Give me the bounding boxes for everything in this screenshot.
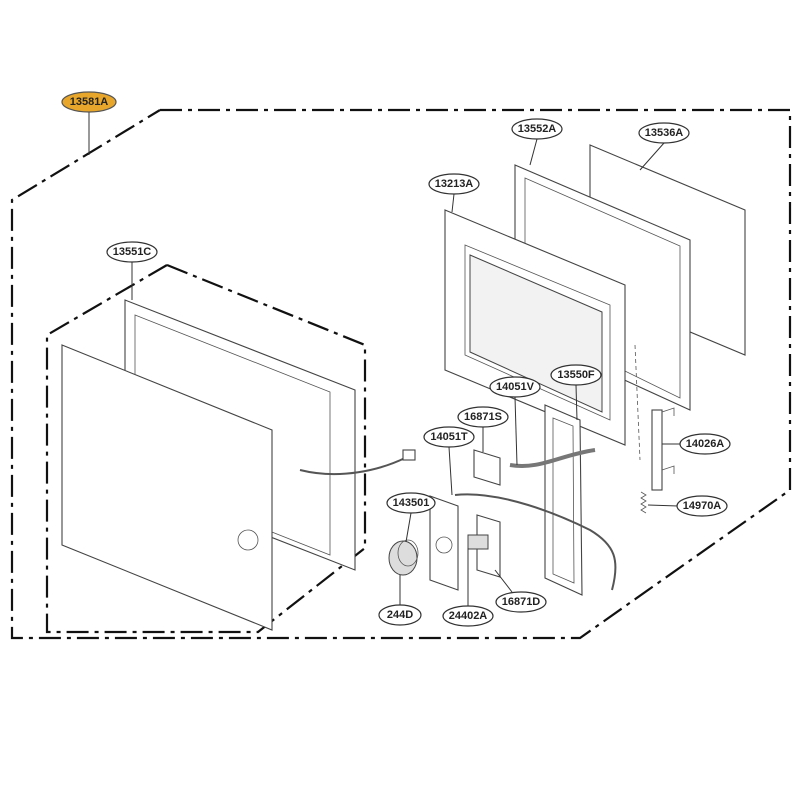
- part-label-spring[interactable]: 14970A: [676, 495, 728, 517]
- assembly-boundary: [10, 108, 792, 640]
- part-label-hook[interactable]: 14026A: [679, 433, 731, 455]
- part-number: 16871S: [464, 411, 502, 423]
- part-label-pcb-s[interactable]: 16871S: [457, 406, 509, 428]
- part-number: 13581A: [70, 96, 109, 108]
- part-label-pcb-d[interactable]: 16871D: [495, 591, 547, 613]
- part-number: 143501: [393, 497, 430, 509]
- part-number: 14051T: [430, 431, 468, 443]
- spring: [640, 491, 647, 514]
- part-label-harness-t[interactable]: 14051T: [423, 426, 475, 448]
- part-number: 244D: [387, 609, 413, 621]
- part-label-panel[interactable]: 143501: [386, 492, 436, 514]
- harness-t: [454, 493, 617, 591]
- harness-v: [509, 448, 596, 468]
- part-number: 16871D: [502, 596, 541, 608]
- part-number: 13536A: [645, 127, 684, 139]
- part-label-door-frame[interactable]: 13551C: [106, 241, 158, 263]
- part-number: 14970A: [683, 500, 722, 512]
- knob: [388, 539, 419, 576]
- connector: [402, 449, 416, 461]
- part-label-frame-rear[interactable]: 13552A: [511, 118, 563, 140]
- part-number: 13552A: [518, 123, 557, 135]
- part-label-frame-inner[interactable]: 13213A: [428, 173, 480, 195]
- part-number: 14026A: [686, 438, 725, 450]
- part-label-harness-v[interactable]: 14051V: [489, 376, 541, 398]
- part-number: 13551C: [113, 246, 152, 258]
- pcb-s: [473, 449, 501, 486]
- part-number: 14051V: [496, 381, 535, 393]
- door-subassembly-boundary: [45, 263, 367, 634]
- part-number: 24402A: [449, 610, 488, 622]
- part-label-choke[interactable]: 13550F: [550, 364, 602, 386]
- part-number: 13213A: [435, 178, 474, 190]
- door-cable: [299, 457, 406, 476]
- part-label-knob[interactable]: 244D: [378, 604, 422, 626]
- part-number: 13550F: [557, 369, 595, 381]
- control-panel: [429, 495, 459, 591]
- part-label-glass[interactable]: 13536A: [638, 122, 690, 144]
- choke-frame: [544, 404, 583, 596]
- leader-lines: [88, 112, 680, 606]
- door-hook: [634, 344, 675, 491]
- part-label-encoder[interactable]: 24402A: [442, 605, 494, 627]
- encoder: [467, 534, 489, 550]
- door-panel: [61, 344, 273, 631]
- part-label-assembly[interactable]: 13581A: [61, 91, 117, 113]
